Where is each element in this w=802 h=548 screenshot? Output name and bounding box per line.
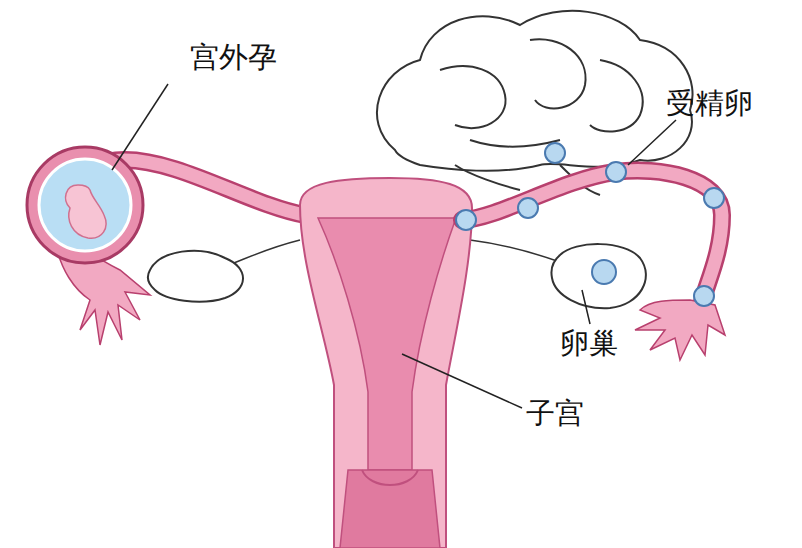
uterus [300,178,472,548]
ovary [551,244,645,308]
embryo [66,185,106,238]
fallopian-tube [462,171,722,302]
fimbriae [635,300,725,360]
ovary [148,251,243,302]
ectopic-label: 宫外孕 [190,42,277,74]
ovary-label: 卵巢 [560,328,618,360]
fallopian-tube [462,171,722,302]
ligament [470,240,560,262]
uterine-cavity [318,218,456,470]
egg [592,260,616,284]
zygote-label: 受精卵 [666,88,753,120]
vagina [340,470,440,548]
uterus-label: 子宫 [526,398,584,430]
cervix [362,470,418,485]
leader-lines [112,84,676,408]
amniotic-sac [39,159,131,251]
fertilized-eggs [456,143,724,306]
ectopic-sac [27,147,143,263]
